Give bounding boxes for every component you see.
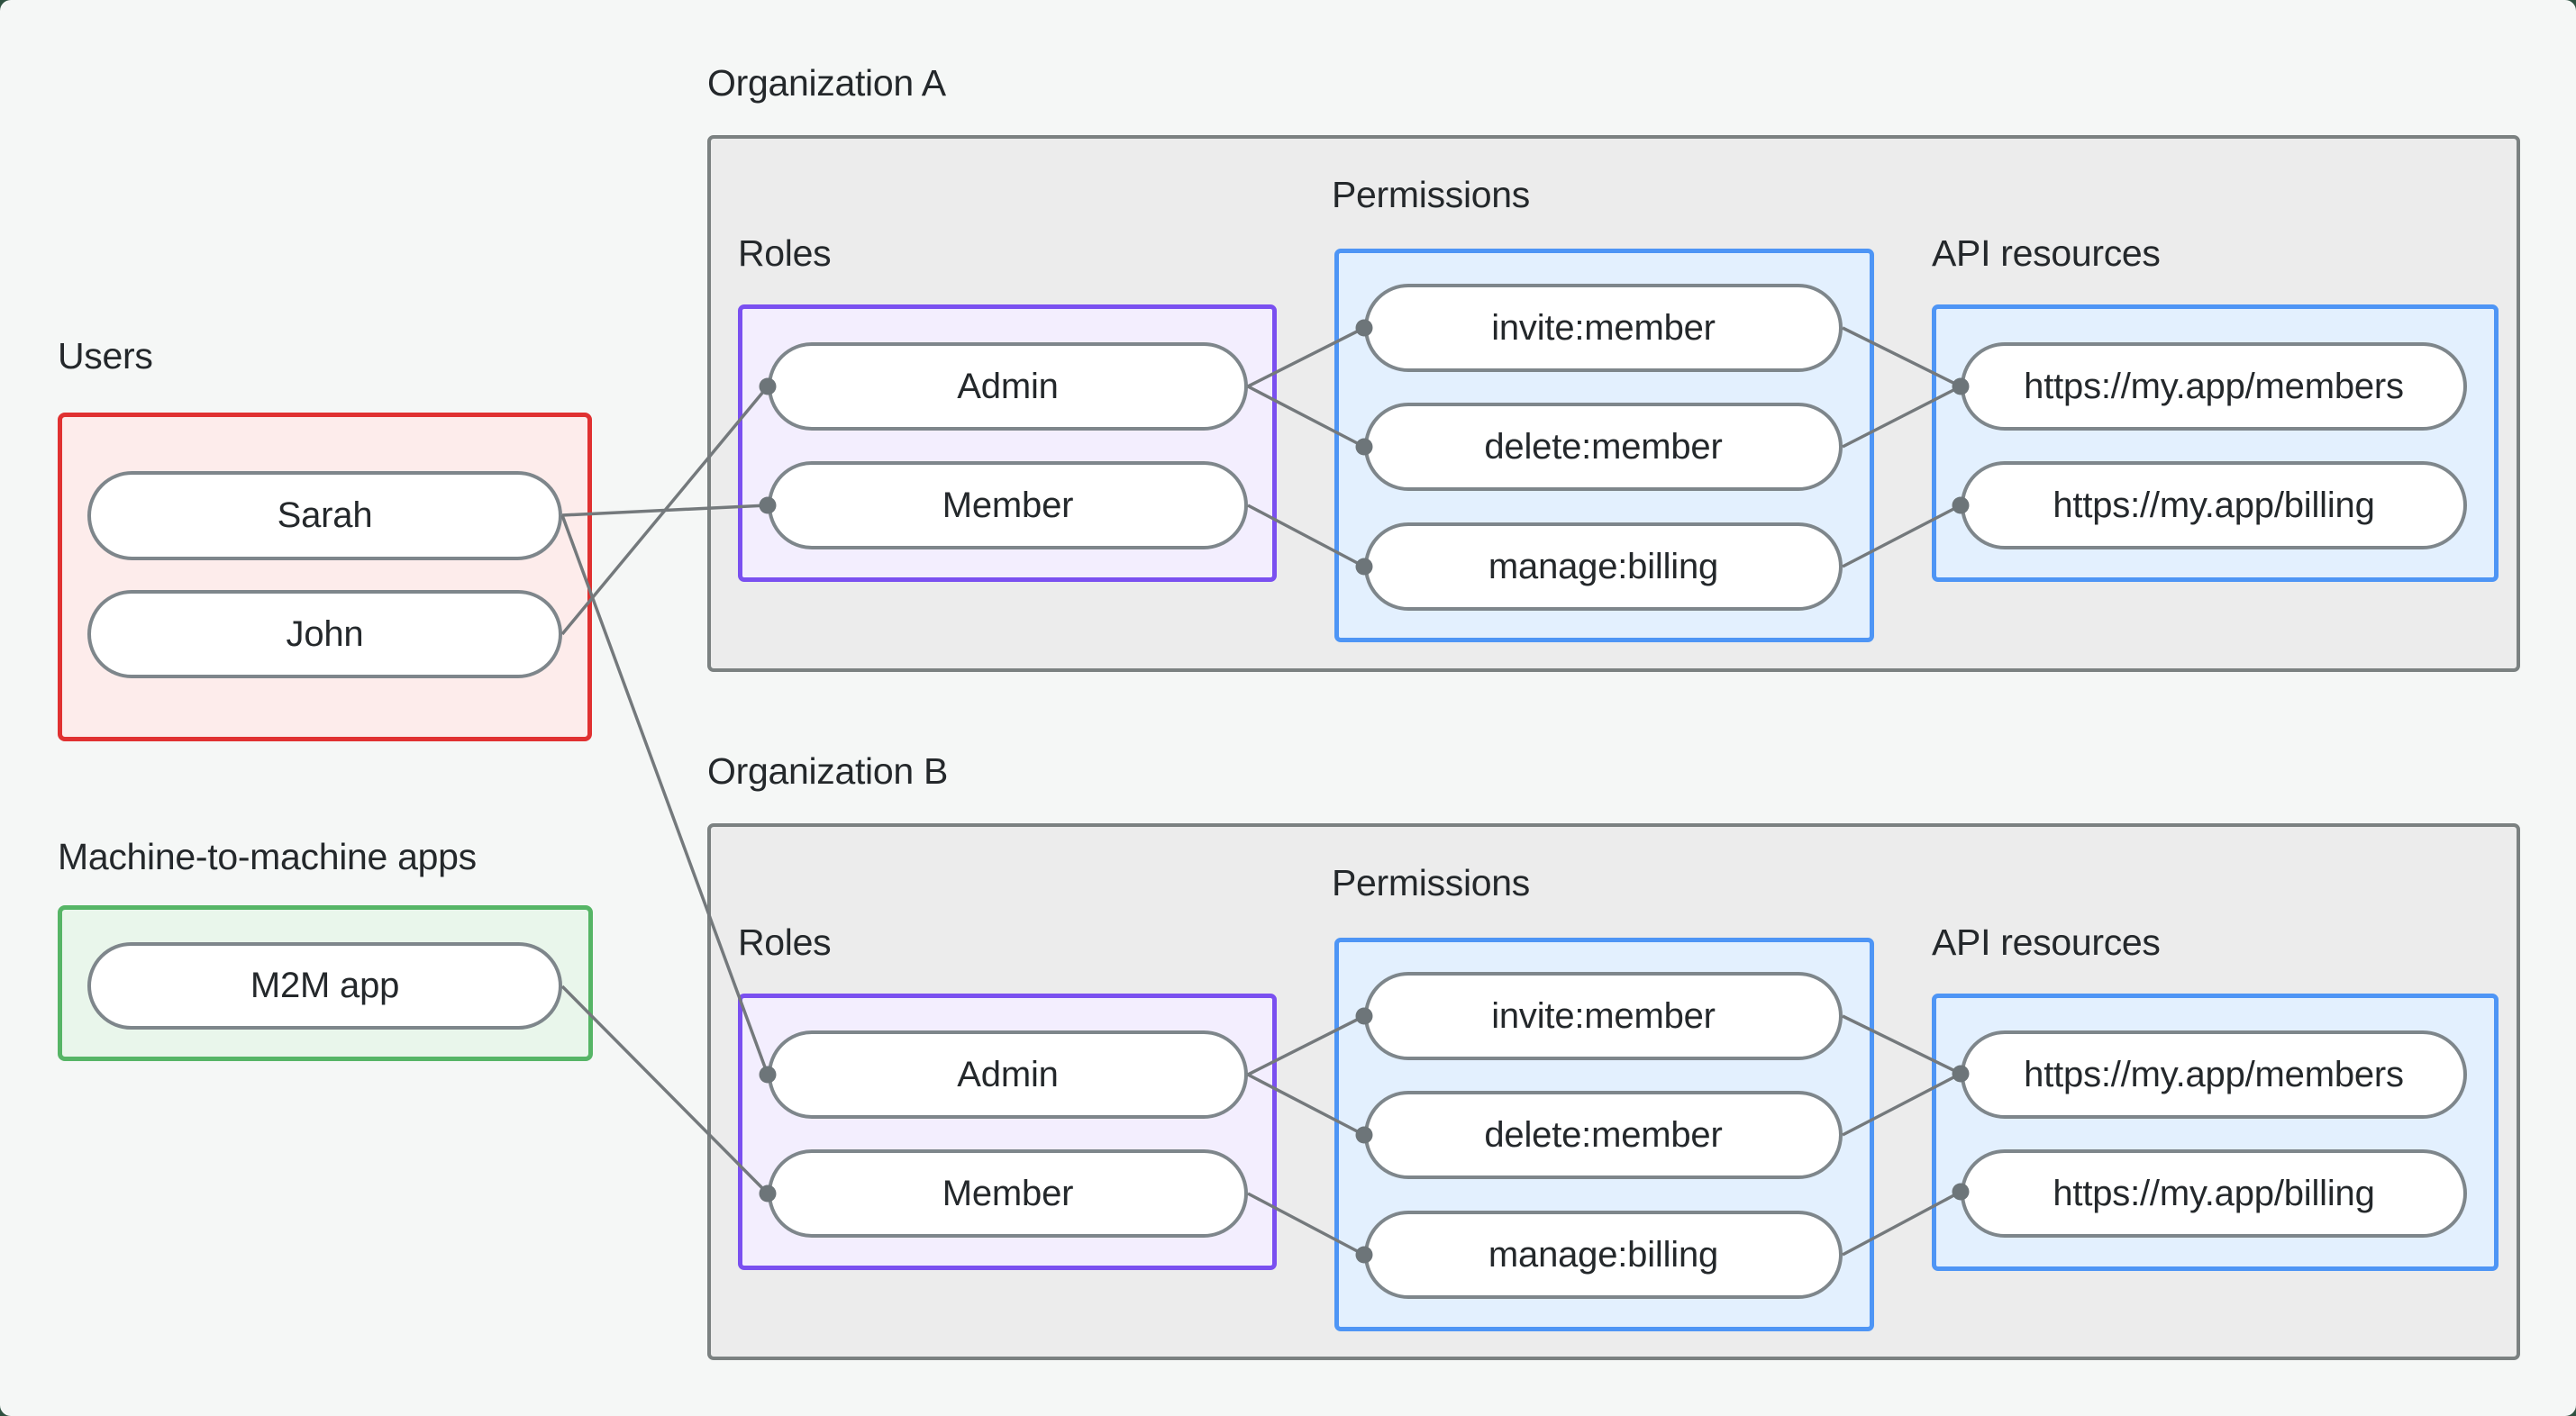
org-a-permission-pill-invite-member: invite:member bbox=[1364, 284, 1843, 372]
org-b-role-pill-admin: Admin bbox=[768, 1030, 1248, 1119]
org-b-permission-delete-label: delete:member bbox=[1484, 1114, 1723, 1155]
user-pill-sarah-label: Sarah bbox=[277, 495, 373, 535]
org-b-api-pill-members: https://my.app/members bbox=[1961, 1030, 2467, 1119]
org-b-permission-pill-delete-member: delete:member bbox=[1364, 1091, 1843, 1179]
org-b-api-billing-label: https://my.app/billing bbox=[2053, 1173, 2375, 1213]
m2m-section-label: Machine-to-machine apps bbox=[58, 836, 477, 877]
org-a-permission-manage-label: manage:billing bbox=[1488, 546, 1719, 586]
users-section-label: Users bbox=[58, 335, 153, 377]
org-a-permission-pill-manage-billing: manage:billing bbox=[1364, 522, 1843, 611]
org-b-permissions-label: Permissions bbox=[1332, 862, 1530, 903]
org-a-api-billing-label: https://my.app/billing bbox=[2053, 485, 2375, 525]
org-b-api-resources-label: API resources bbox=[1932, 921, 2161, 963]
org-b-permission-pill-invite-member: invite:member bbox=[1364, 972, 1843, 1060]
org-a-permission-pill-delete-member: delete:member bbox=[1364, 403, 1843, 491]
org-b-permission-pill-manage-billing: manage:billing bbox=[1364, 1211, 1843, 1299]
m2m-pill-app: M2M app bbox=[87, 942, 562, 1030]
org-b-api-pill-billing: https://my.app/billing bbox=[1961, 1149, 2467, 1238]
user-pill-john: John bbox=[87, 590, 562, 678]
org-b-api-members-label: https://my.app/members bbox=[2024, 1054, 2404, 1094]
org-a-api-resources-label: API resources bbox=[1932, 232, 2161, 274]
user-pill-john-label: John bbox=[286, 613, 364, 654]
org-a-api-pill-billing: https://my.app/billing bbox=[1961, 461, 2467, 549]
org-b-role-pill-member: Member bbox=[768, 1149, 1248, 1238]
org-a-permissions-label: Permissions bbox=[1332, 174, 1530, 215]
org-a-title: Organization A bbox=[707, 62, 946, 104]
org-b-role-admin-label: Admin bbox=[957, 1054, 1059, 1094]
org-a-permission-invite-label: invite:member bbox=[1491, 307, 1716, 348]
org-a-api-pill-members: https://my.app/members bbox=[1961, 342, 2467, 431]
m2m-pill-app-label: M2M app bbox=[250, 966, 400, 1005]
org-b-title: Organization B bbox=[707, 750, 949, 792]
org-a-api-members-label: https://my.app/members bbox=[2024, 366, 2404, 406]
users-group-box bbox=[58, 413, 592, 741]
org-b-permission-invite-label: invite:member bbox=[1491, 995, 1716, 1036]
org-a-permission-delete-label: delete:member bbox=[1484, 426, 1723, 467]
org-a-role-member-label: Member bbox=[942, 485, 1074, 525]
user-pill-sarah: Sarah bbox=[87, 471, 562, 560]
org-b-permission-manage-label: manage:billing bbox=[1488, 1234, 1719, 1275]
org-a-role-admin-label: Admin bbox=[957, 366, 1059, 406]
org-a-roles-label: Roles bbox=[738, 232, 832, 274]
org-b-role-member-label: Member bbox=[942, 1173, 1074, 1213]
org-a-role-pill-admin: Admin bbox=[768, 342, 1248, 431]
org-a-role-pill-member: Member bbox=[768, 461, 1248, 549]
org-b-roles-label: Roles bbox=[738, 921, 832, 963]
